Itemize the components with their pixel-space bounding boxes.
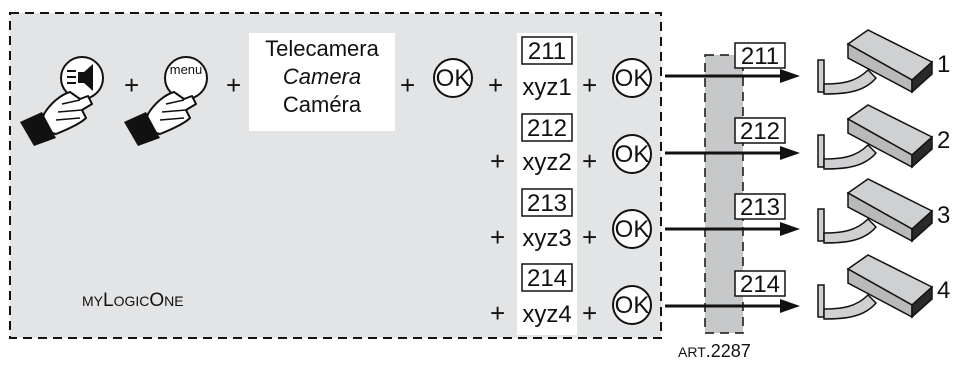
brand-part: O [149, 290, 164, 311]
row-2: 212 + xyz2 + OK 212 2 [490, 104, 950, 176]
camera-number: 1 [937, 51, 950, 78]
brand-part: OGIC [114, 293, 150, 309]
code-value: 211 [741, 43, 779, 70]
plus-sign: + [582, 298, 597, 328]
plus-sign: + [124, 70, 139, 100]
brand-part: NE [164, 293, 183, 309]
ok-button: OK [612, 285, 652, 325]
module-article-label: ART.2287 [678, 341, 751, 361]
camera-number: 3 [937, 202, 950, 229]
plus-sign: + [490, 222, 505, 252]
entry-value: xyz3 [522, 225, 571, 252]
module-number: .2287 [706, 341, 751, 361]
ok-button: OK [612, 209, 652, 249]
arrow-head-icon [780, 69, 800, 83]
arrow-head-icon [780, 222, 800, 236]
code-box [734, 42, 786, 69]
code-box [734, 270, 786, 297]
ok-button: OK [612, 58, 652, 98]
arrow-head-icon [780, 299, 800, 313]
code-value: 213 [740, 194, 780, 221]
camera-icon [817, 104, 934, 170]
speaker-icon [67, 64, 93, 91]
entry-value: xyz4 [522, 301, 571, 328]
brand-label: MYLOGICONE [82, 290, 184, 311]
hand-pointer-icon [20, 91, 93, 146]
camera-icon [817, 254, 934, 320]
plus-sign: + [582, 222, 597, 252]
brand-part: MY [82, 293, 104, 309]
entry-value: xyz2 [522, 149, 571, 176]
row-3: 213 + xyz3 + OK 213 3 [490, 178, 950, 252]
plus-sign: + [226, 70, 241, 100]
code-box [521, 263, 573, 292]
hand-pointer-icon [124, 91, 197, 146]
code-box [521, 188, 573, 217]
code-box [734, 193, 786, 220]
code-value: 211 [528, 38, 566, 65]
code-box [521, 36, 573, 65]
brand-part: L [103, 290, 114, 311]
camera-label-en: Camera [283, 64, 361, 89]
camera-icon [817, 178, 934, 244]
code-box [734, 117, 786, 144]
module-prefix: ART [678, 344, 706, 360]
plus-sign: + [488, 70, 503, 100]
ok-label: OK [436, 65, 471, 92]
code-value: 214 [740, 271, 780, 298]
entry-value: xyz1 [522, 74, 571, 101]
row-1: 211 xyz1 + OK 211 1 [521, 29, 950, 101]
row-4: 214 + xyz4 + OK 214 4 [490, 254, 950, 328]
ok-button: OK [433, 58, 473, 98]
ok-label: OK [615, 216, 650, 243]
ok-label: OK [615, 65, 650, 92]
code-box [521, 113, 573, 142]
camera-number: 2 [937, 127, 950, 154]
plus-sign: + [400, 70, 415, 100]
plus-sign: + [582, 70, 597, 100]
ok-label: OK [615, 141, 650, 168]
code-value: 212 [740, 118, 780, 145]
ok-label: OK [615, 292, 650, 319]
code-value: 214 [527, 265, 567, 292]
camera-icon [817, 29, 934, 95]
plus-sign: + [490, 298, 505, 328]
camera-label-fr: Caméra [283, 92, 362, 117]
code-value: 213 [527, 190, 567, 217]
camera-label-it: Telecamera [265, 36, 379, 61]
menu-label: menu [170, 62, 203, 77]
camera-label-box [249, 33, 395, 131]
camera-number: 4 [937, 277, 950, 304]
plus-sign: + [582, 146, 597, 176]
ok-button: OK [612, 134, 652, 174]
arrow-head-icon [780, 146, 800, 160]
code-value: 212 [527, 115, 567, 142]
plus-sign: + [490, 146, 505, 176]
